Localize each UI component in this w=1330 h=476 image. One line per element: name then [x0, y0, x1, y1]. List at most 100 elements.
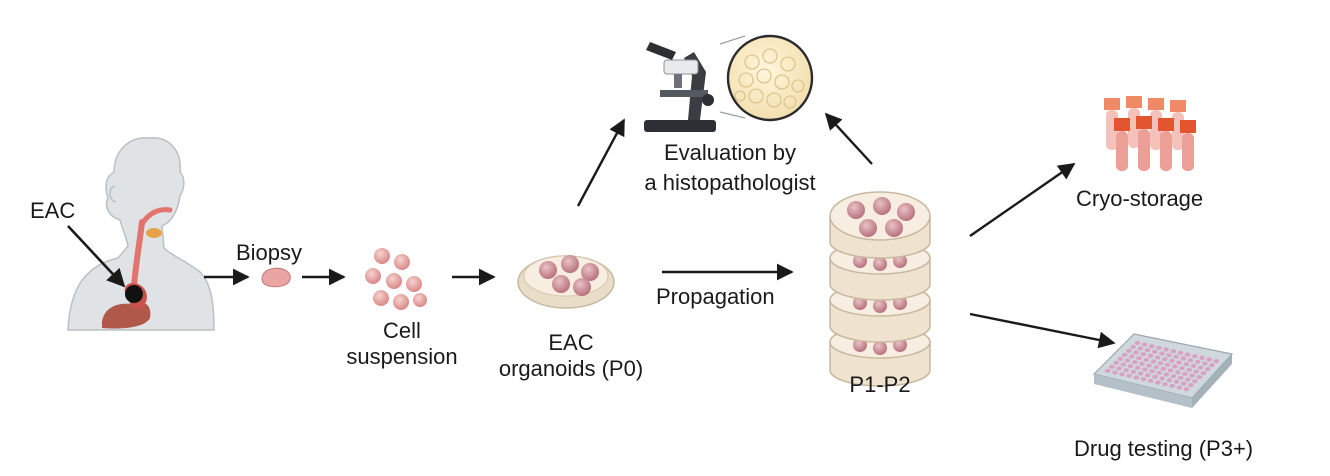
plate-well [1141, 342, 1148, 347]
plate-well [1163, 347, 1169, 352]
label-drug-testing: Drug testing (P3+) [1074, 436, 1254, 461]
cryo-tube [1114, 118, 1130, 171]
plate-well [1104, 368, 1111, 373]
plate-well [1187, 358, 1194, 363]
plate-well [1123, 368, 1130, 373]
plate-well [1173, 379, 1180, 384]
cell [406, 276, 422, 292]
plate-well [1170, 349, 1177, 354]
plate-well [1169, 358, 1175, 363]
plate-well [1199, 355, 1205, 360]
cryo-tube [1136, 116, 1152, 171]
histology-texture [734, 48, 805, 109]
cryo-tube [1158, 118, 1174, 171]
plate-well [1176, 385, 1183, 390]
plate-well [1162, 382, 1168, 387]
plate-well [1134, 340, 1141, 345]
plate-well [1137, 346, 1144, 351]
plate-well [1130, 344, 1136, 349]
organoid [539, 261, 557, 279]
organoid [573, 278, 591, 296]
cryo-tube [1180, 120, 1196, 171]
plate-well [1140, 377, 1147, 382]
plate-well [1144, 348, 1151, 353]
cell [374, 248, 390, 264]
plate-wells [1104, 340, 1220, 392]
plate-well [1177, 350, 1184, 355]
esophagus [131, 219, 145, 289]
plate-well [1189, 373, 1195, 378]
organoid [581, 263, 599, 281]
microscope-base [644, 120, 716, 132]
plate-well [1209, 363, 1215, 368]
cell [373, 290, 389, 306]
plate-well [1157, 361, 1164, 366]
plate-well [1116, 366, 1122, 371]
plate-well [1155, 380, 1161, 385]
label-evaluation-line2: a histopathologist [644, 170, 816, 195]
plate-well [1193, 369, 1200, 374]
plate-well [1146, 363, 1152, 368]
plate-side-right [1192, 354, 1232, 408]
plate-well [1188, 383, 1194, 388]
plate-well [1169, 383, 1175, 388]
plate-well [1182, 371, 1188, 376]
plate-well [1167, 368, 1174, 373]
p0-dish-icon [517, 255, 615, 309]
microscope-stage [660, 90, 708, 97]
plate-well [1117, 356, 1124, 361]
patient-illustration [67, 137, 215, 331]
plate-well [1149, 344, 1155, 349]
biopsy-tissue-icon [261, 267, 291, 288]
plate-well [1163, 372, 1170, 377]
label-cryo-storage: Cryo-storage [1076, 186, 1204, 211]
arrow-p1p2-to-evaluation [824, 112, 873, 165]
patient-ear [109, 185, 117, 203]
plate-well [1129, 354, 1135, 359]
plate-well [1137, 371, 1144, 376]
plate-well [1192, 379, 1198, 384]
plate-well [1162, 357, 1168, 362]
plate-well [1133, 350, 1139, 355]
plate-well [1190, 363, 1197, 368]
plate-side [1094, 374, 1192, 408]
plate-well [1153, 365, 1160, 370]
plate-well [1183, 362, 1190, 367]
plate-well [1145, 373, 1151, 378]
p1-p2-dish-stack [829, 191, 931, 387]
plate-well [1120, 362, 1127, 367]
plate-well [1205, 367, 1211, 372]
plate-well [1166, 378, 1173, 383]
zoom-line-top [719, 35, 746, 45]
plate-well [1172, 364, 1178, 369]
microscope-objective [674, 74, 682, 88]
cell [393, 294, 409, 310]
label-biopsy: Biopsy [236, 240, 303, 265]
zoom-line-bottom [719, 111, 746, 119]
plate-well [1184, 352, 1191, 357]
plate-well [1166, 353, 1172, 358]
plate-well [1134, 365, 1141, 370]
plate-well [1127, 364, 1134, 369]
plate-well [1170, 374, 1177, 379]
plate-well [1173, 354, 1179, 359]
plate-well [1126, 348, 1132, 353]
plate-well [1151, 349, 1158, 354]
microscope-body [663, 59, 699, 75]
tumor-site [125, 285, 143, 303]
plate-well [1143, 357, 1149, 362]
arrow-p0-to-evaluation [576, 118, 626, 207]
multiwell-plate-icon [1092, 333, 1234, 408]
plate-well [1179, 366, 1185, 371]
plate-well [1183, 387, 1190, 392]
plate-well [1176, 360, 1182, 365]
cryo-tubes-icon [1104, 96, 1196, 171]
plate-well [1142, 367, 1148, 372]
plate-well [1194, 359, 1201, 364]
mouth-tract [139, 207, 173, 227]
plate-well [1130, 369, 1137, 374]
plate-well [1133, 375, 1140, 380]
plate-well [1154, 355, 1161, 360]
salivary-gland [146, 228, 162, 238]
plate-well [1200, 371, 1207, 376]
